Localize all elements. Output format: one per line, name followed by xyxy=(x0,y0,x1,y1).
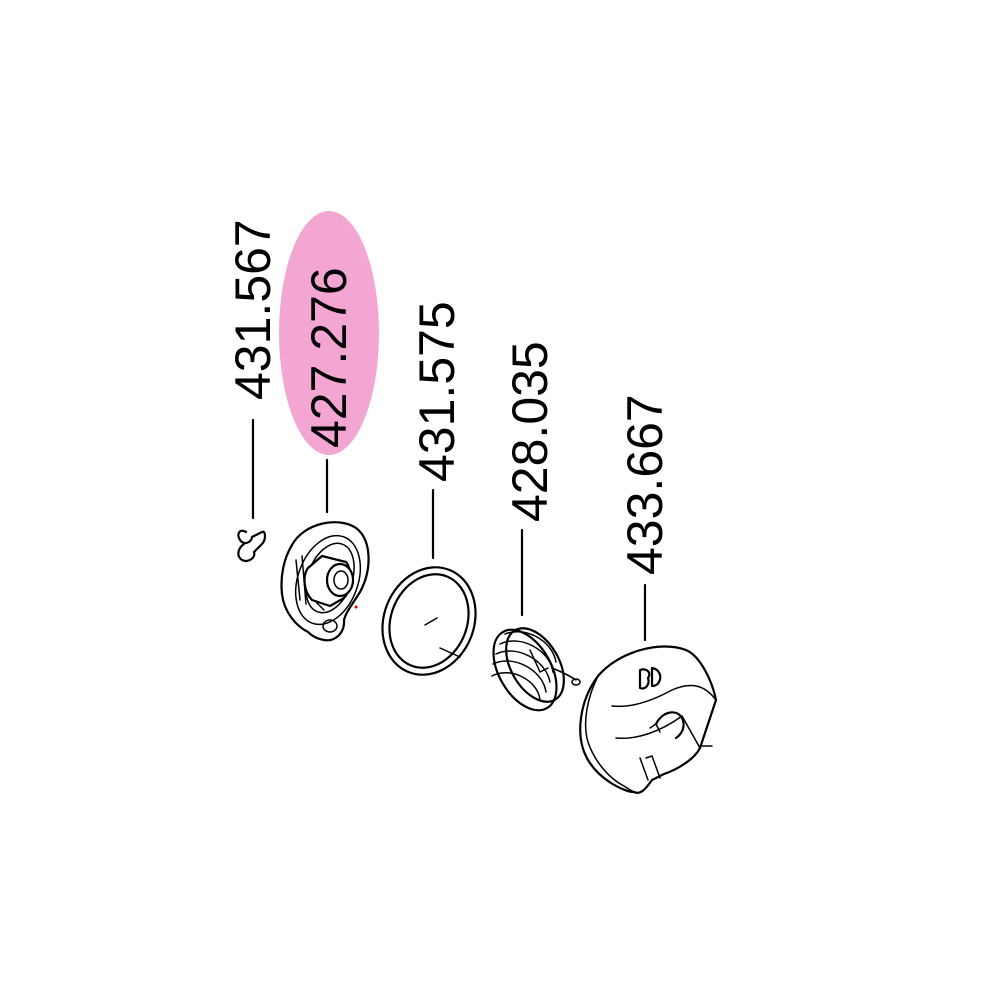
o-ring-icon xyxy=(381,566,477,676)
knob-cap-icon xyxy=(579,645,718,794)
part-number-label-5: 433.667 xyxy=(617,394,673,575)
part-number-label-2: 427.276 xyxy=(301,267,357,448)
highlight-ellipse xyxy=(279,211,379,455)
clip-icon xyxy=(237,529,267,562)
part-number-label-4: 428.035 xyxy=(502,341,558,522)
hub-flange-icon xyxy=(280,521,370,642)
coil-spring-icon xyxy=(491,627,581,712)
part-number-label-1: 431.567 xyxy=(225,219,281,400)
part-number-label-3: 431.575 xyxy=(409,301,465,482)
